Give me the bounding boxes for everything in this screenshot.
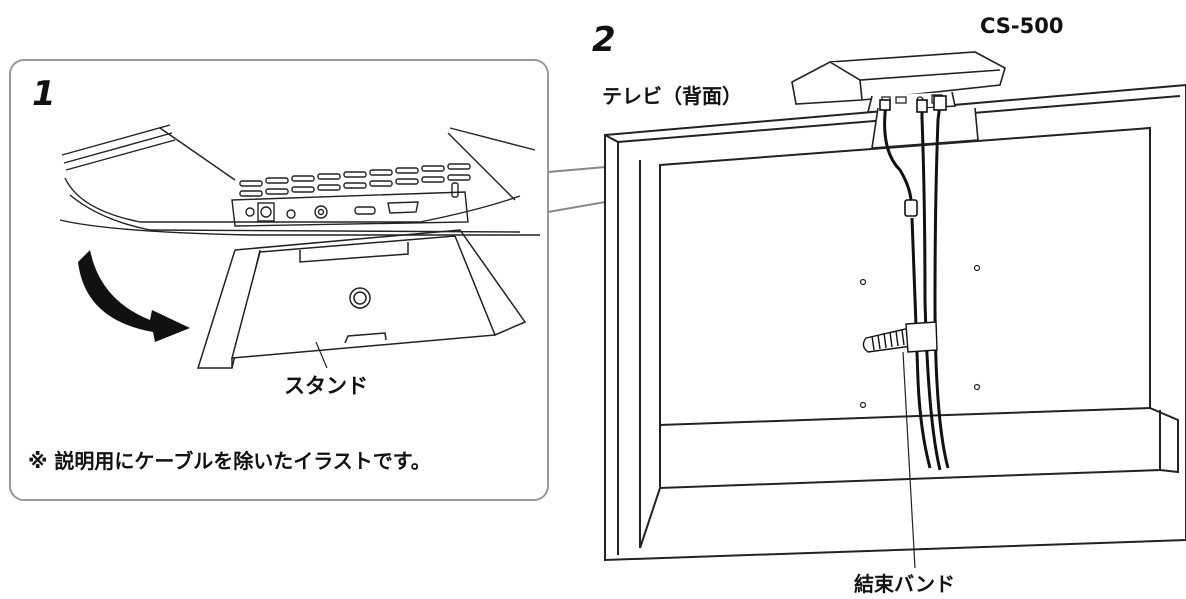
vesa-holes bbox=[859, 264, 981, 409]
cable-band bbox=[862, 321, 938, 353]
ferrite-core bbox=[904, 199, 918, 217]
step-2-number: 2 bbox=[592, 20, 616, 60]
stand-leader-line bbox=[315, 341, 328, 369]
tv-back-label: テレビ（背面） bbox=[602, 84, 742, 108]
device-closeup bbox=[59, 124, 540, 236]
rotate-arrow-icon bbox=[78, 250, 190, 342]
stand-label: スタンド bbox=[284, 374, 368, 398]
illustration-note: ※ 説明用にケーブルを除いたイラストです。 bbox=[28, 449, 431, 473]
device-label: CS-500 bbox=[980, 14, 1064, 38]
cables bbox=[883, 103, 950, 471]
cable-band-label: 結束バンド bbox=[854, 572, 955, 596]
cable-band-leader-line bbox=[902, 351, 916, 569]
step-1-number: 1 bbox=[32, 74, 56, 114]
cable-plugs bbox=[879, 95, 947, 113]
stand-illustration bbox=[196, 229, 527, 369]
tv-back bbox=[604, 83, 1186, 562]
vent-slots bbox=[239, 163, 471, 197]
port-panel bbox=[231, 182, 469, 227]
